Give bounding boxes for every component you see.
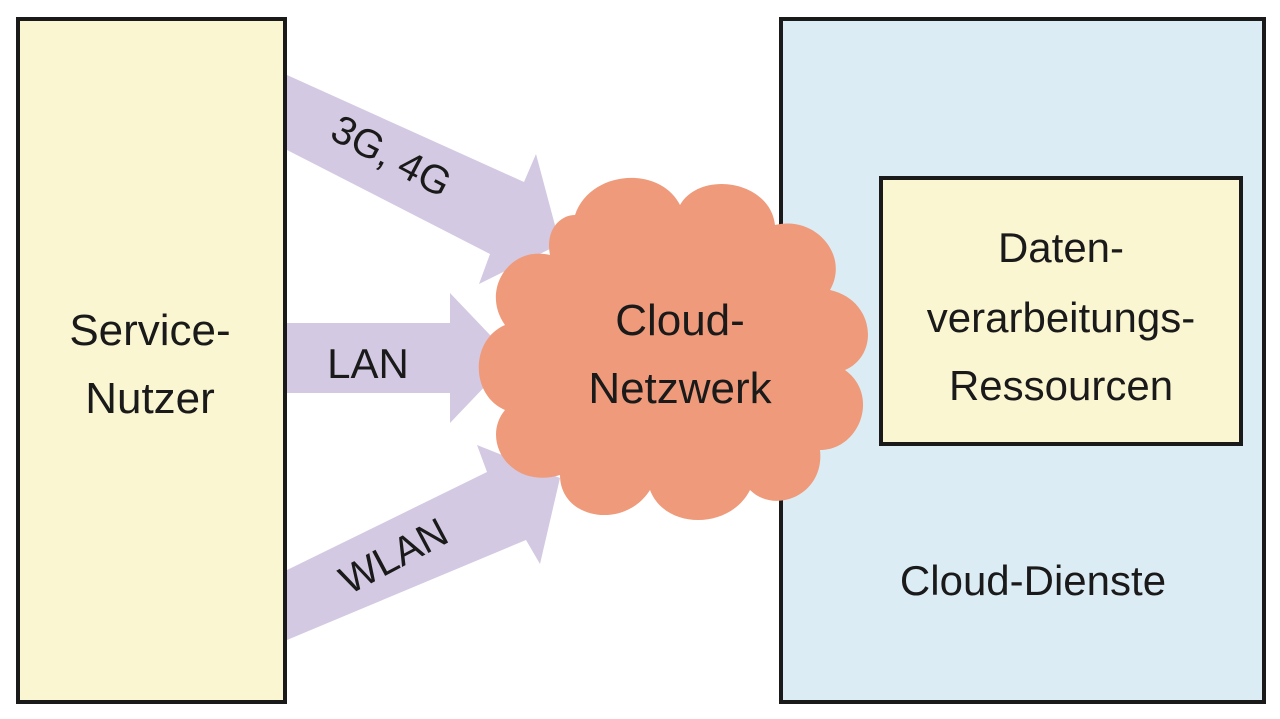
arrow-3g-4g [287,75,560,284]
data-processing-box [879,176,1243,446]
connection-arrows [287,75,560,640]
service-user-box [16,17,287,704]
cloud-network-shape [478,177,868,520]
service-user-label-line1: Service- [69,306,230,355]
data-processing-label-line2: verarbeitungs- [927,294,1195,341]
cloud-network-label-line2: Netzwerk [588,364,772,413]
data-processing-label-line3: Ressourcen [949,362,1173,409]
connection-label-lan: LAN [327,340,409,387]
arrow-wlan [287,445,560,640]
cloud-services-label: Cloud-Dienste [900,557,1166,604]
service-user-label-line2: Nutzer [85,374,215,423]
cloud-network-label-line1: Cloud- [615,296,745,345]
data-processing-label-line1: Daten- [998,224,1124,271]
arrow-lan [287,293,512,423]
